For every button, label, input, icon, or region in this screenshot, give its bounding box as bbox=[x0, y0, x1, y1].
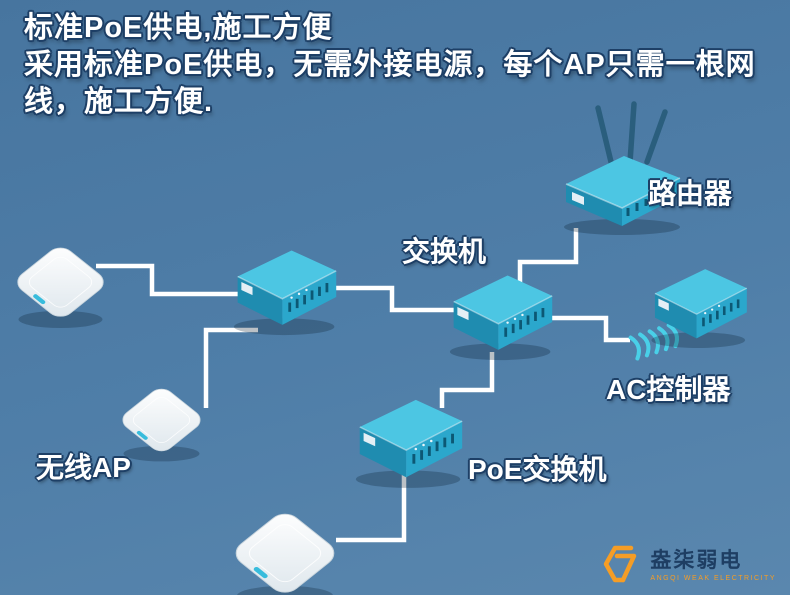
poe-switch-label: PoE交换机 bbox=[468, 454, 607, 485]
wire-switch-to-ap2 bbox=[203, 327, 258, 408]
wireless-ap-3 bbox=[225, 505, 345, 595]
logo-icon bbox=[604, 545, 637, 583]
wireless-ap-label: 无线AP bbox=[36, 452, 131, 483]
ac-controller-label: AC控制器 bbox=[606, 374, 731, 405]
logo-subtitle: ANGQI WEAK ELECTRICITY bbox=[650, 574, 776, 582]
switch-label: 交换机 bbox=[402, 236, 487, 267]
logo-name: 盎柒弱电 bbox=[650, 548, 743, 572]
poe-switch-device bbox=[352, 392, 468, 489]
core-switch-device bbox=[446, 268, 558, 361]
heading-line1: 标准PoE供电,施工方便 bbox=[24, 12, 333, 44]
wire-ap1-to-switch bbox=[96, 263, 246, 297]
heading-line3: 线，施工方便. bbox=[24, 86, 214, 118]
heading-line2: 采用标准PoE供电，无需外接电源，每个AP只需一根网 bbox=[24, 49, 756, 81]
wire-switch2-to-ac bbox=[544, 315, 630, 343]
heading: 标准PoE供电,施工方便 采用标准PoE供电，无需外接电源，每个AP只需一根网 … bbox=[24, 10, 756, 121]
logo-text: 盎柒弱电 ANGQI WEAK ELECTRICITY bbox=[650, 549, 776, 582]
wire-switch-to-switch2 bbox=[332, 285, 455, 313]
switch-device bbox=[230, 243, 342, 336]
ac-controller-device bbox=[648, 262, 752, 349]
wire-poe-to-ap3 bbox=[336, 470, 407, 543]
logo: 盎柒弱电 ANGQI WEAK ELECTRICITY bbox=[601, 543, 776, 587]
wire-switch2-to-router bbox=[517, 228, 579, 290]
router-label: 路由器 bbox=[648, 178, 733, 209]
wire-switch2-to-poe bbox=[439, 352, 495, 408]
wireless-ap-1 bbox=[8, 240, 113, 331]
